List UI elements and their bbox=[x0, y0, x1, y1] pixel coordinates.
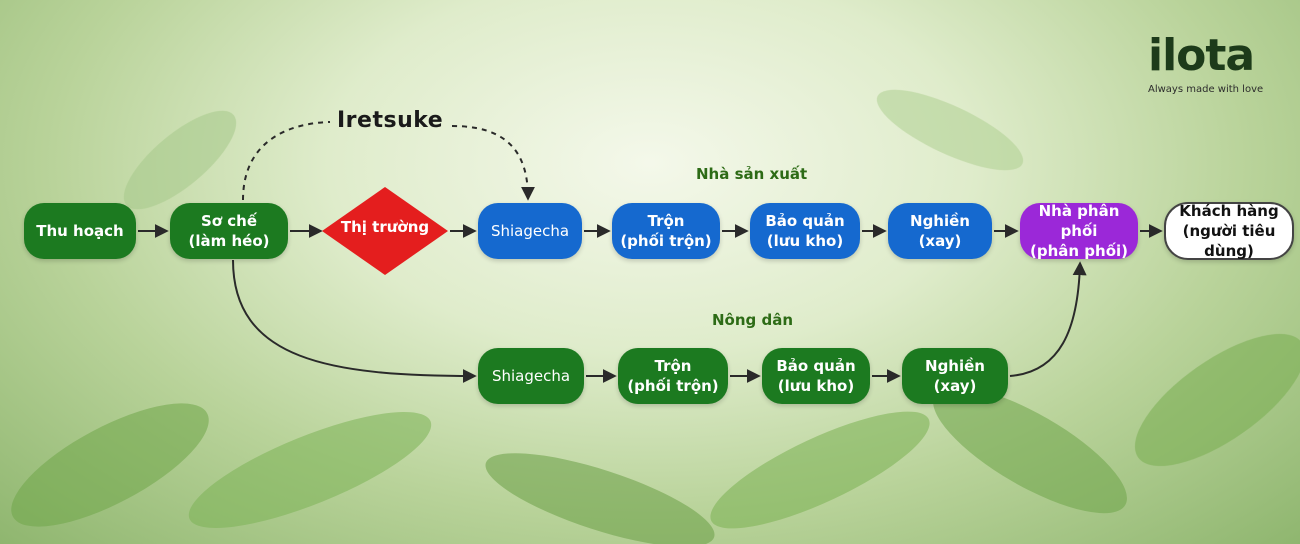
node-farmer-storage: Bảo quản (lưu kho) bbox=[762, 348, 870, 404]
node-producer-blend: Trộn (phối trộn) bbox=[612, 203, 720, 259]
iretsuke-dashed-right bbox=[451, 125, 535, 201]
market-diamond bbox=[322, 187, 448, 275]
producer-label: Nhà sản xuất bbox=[696, 165, 808, 183]
node-customer: Khách hàng (người tiêu dùng) bbox=[1164, 202, 1294, 260]
brand-logo: ilota bbox=[1148, 30, 1255, 81]
iretsuke-dashed-left bbox=[242, 121, 331, 201]
node-market-label: Thị trường bbox=[340, 218, 430, 236]
iretsuke-label: Iretsuke bbox=[337, 108, 444, 133]
node-producer-grind: Nghiền (xay) bbox=[888, 203, 992, 259]
arrow-withering-farmer bbox=[232, 259, 477, 383]
node-farmer-blend: Trộn (phối trộn) bbox=[618, 348, 728, 404]
node-harvest: Thu hoạch bbox=[24, 203, 136, 259]
node-distributor: Nhà phân phối (phân phối) bbox=[1020, 202, 1138, 260]
node-farmer-shiagecha: Shiagecha bbox=[478, 348, 584, 404]
arrow-farmer-distributor bbox=[1009, 261, 1087, 377]
node-producer-shiagecha: Shiagecha bbox=[478, 203, 582, 259]
farmer-label: Nông dân bbox=[712, 311, 794, 329]
node-producer-storage: Bảo quản (lưu kho) bbox=[750, 203, 860, 259]
brand-tagline: Always made with love bbox=[1148, 84, 1264, 95]
node-withering: Sơ chế (làm héo) bbox=[170, 203, 288, 259]
node-farmer-grind: Nghiền (xay) bbox=[902, 348, 1008, 404]
